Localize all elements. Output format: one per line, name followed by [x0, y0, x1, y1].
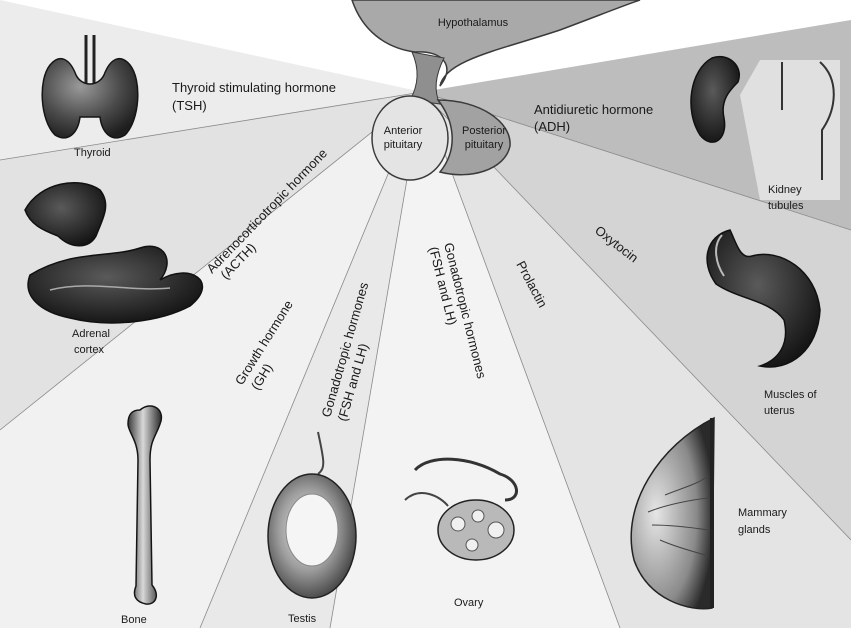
ovary-label: Ovary — [454, 597, 484, 609]
posterior-pituitary-label-line1: Posterior — [462, 125, 506, 137]
thyroid-label: Thyroid — [74, 147, 111, 159]
adrenal-label-line1: Adrenal — [72, 328, 110, 340]
anterior-pituitary-shape — [372, 96, 448, 180]
uterus-label-line1: Muscles of — [764, 389, 818, 401]
adrenal-label-line2: cortex — [74, 344, 104, 356]
testis-label: Testis — [288, 613, 317, 625]
adh-label-line2: (ADH) — [534, 119, 570, 134]
hypothalamus-label: Hypothalamus — [438, 17, 509, 29]
uterus-label-line2: uterus — [764, 405, 795, 417]
kidney-label-line2: tubules — [768, 200, 804, 212]
posterior-pituitary-label-line2: pituitary — [465, 139, 504, 151]
bone-label: Bone — [121, 614, 147, 626]
tsh-label-line1: Thyroid stimulating hormone — [172, 80, 336, 95]
tsh-label-line2: (TSH) — [172, 98, 207, 113]
anterior-pituitary-label-line1: Anterior — [384, 125, 423, 137]
anterior-pituitary-label-line2: pituitary — [384, 139, 423, 151]
mammary-label-line1: Mammary — [738, 507, 787, 519]
adh-label-line1: Antidiuretic hormone — [534, 102, 653, 117]
kidney-label-line1: Kidney — [768, 184, 802, 196]
mammary-label-line2: glands — [738, 524, 771, 536]
